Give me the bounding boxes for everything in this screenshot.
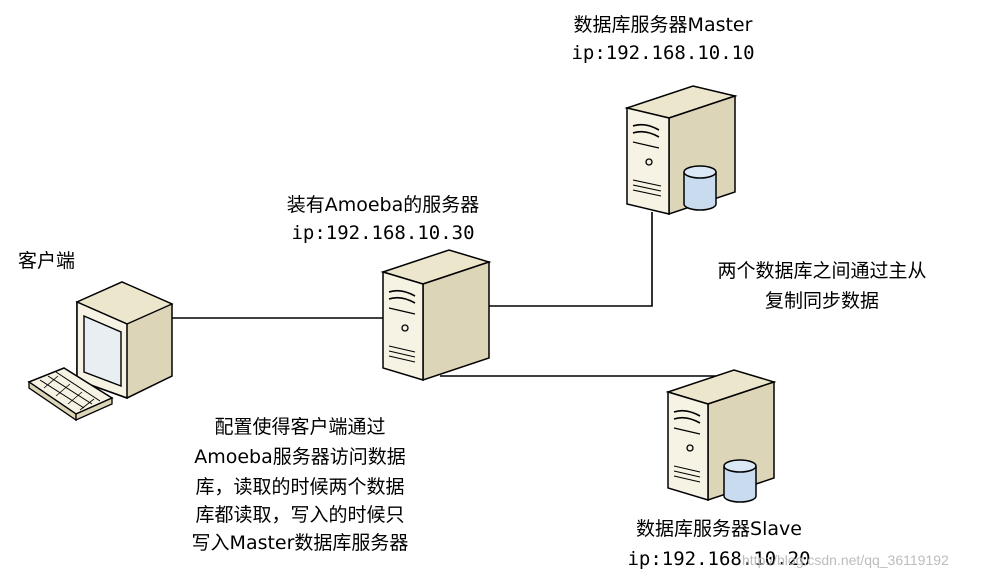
amoeba-ip-label: ip:192.168.10.30 <box>291 222 475 244</box>
replication-note-line-2: 复制同步数据 <box>764 290 879 312</box>
master-database-icon <box>683 165 717 211</box>
slave-database-icon <box>723 459 757 503</box>
client-name-label: 客户端 <box>18 250 76 272</box>
slave-ip-label: ip:192.168.10.20 <box>627 548 811 570</box>
master-ip-label: ip:192.168.10.10 <box>571 42 755 64</box>
routing-note-line-4: 库都读取，写入的时候只 <box>195 504 405 526</box>
routing-note-line-3: 库，读取的时候两个数据 <box>195 476 405 498</box>
watermark: http://blog.csdn.net/qq_36119192 <box>742 552 949 568</box>
keyboard-icon <box>27 367 114 422</box>
amoeba-name-label: 装有Amoeba的服务器 <box>286 194 480 216</box>
amoeba-master-link <box>488 212 653 307</box>
routing-note-line-2: Amoeba服务器访问数据 <box>194 446 406 468</box>
monitor-screen <box>83 314 122 388</box>
routing-note-line-5: 写入Master数据库服务器 <box>191 532 409 554</box>
routing-note-line-1: 配置使得客户端通过 <box>214 416 386 438</box>
master-server-icon <box>624 85 738 216</box>
master-name-label: 数据库服务器Master <box>573 14 753 36</box>
slave-name-label: 数据库服务器Slave <box>636 518 802 540</box>
slave-server-icon <box>665 369 777 503</box>
amoeba-server-icon <box>380 249 492 382</box>
replication-note-line-1: 两个数据库之间通过主从 <box>717 260 927 282</box>
client-computer-icon <box>27 281 174 422</box>
